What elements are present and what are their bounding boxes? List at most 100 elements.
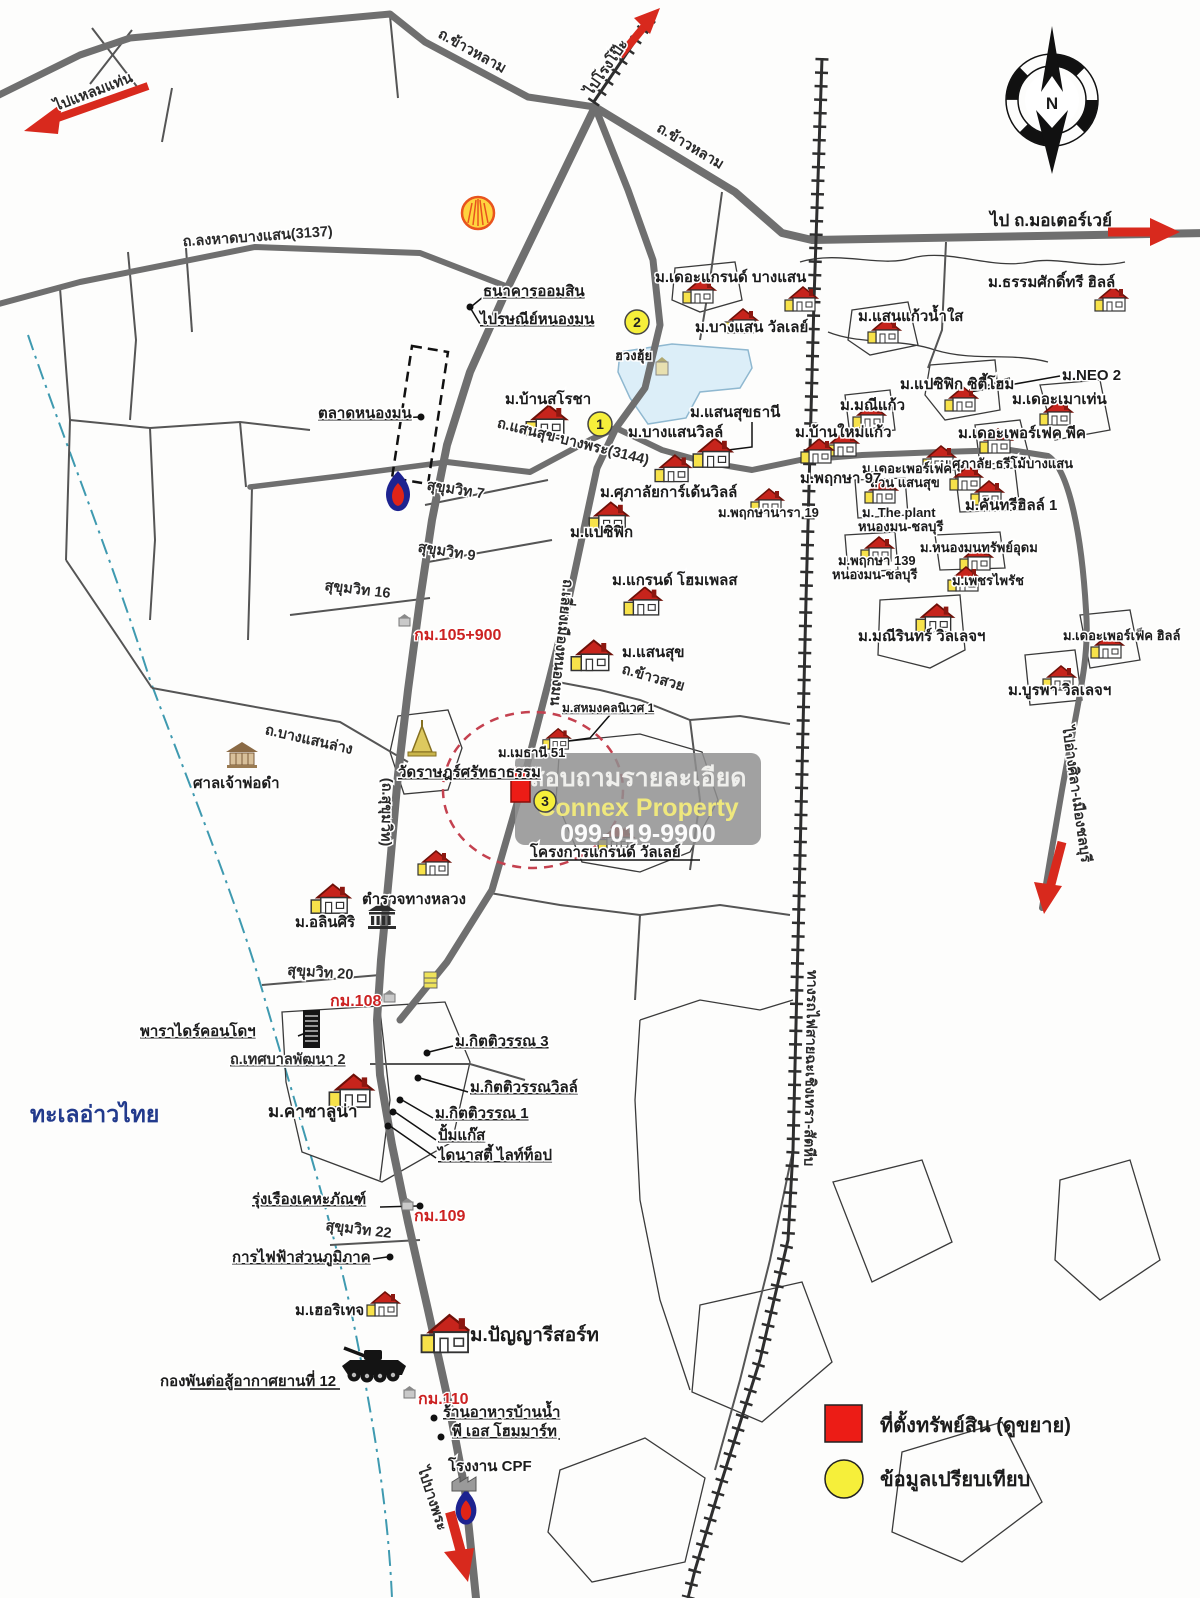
label-alinsiri: ม.อลินศิริ — [295, 913, 356, 931]
label-railway: ทางรถไฟสายฉะเชิงเทรา-สัตหีบ — [800, 970, 821, 1167]
label-supalai-3mo: ม.ศุภาลัย ธรีโม้บางแสน — [940, 455, 1073, 472]
comparison-marker-3: 3 — [533, 789, 557, 813]
road-bypass-nongmon — [396, 103, 664, 1024]
label-the-mountain: ม.เดอะเมาเท่น — [1012, 391, 1107, 408]
label-pruksa-nara: ม.พฤกษานารา 19 — [718, 505, 819, 520]
label-km105: กม.105+900 — [414, 627, 502, 644]
label-pea: การไฟฟ้าส่วนภูมิภาค — [232, 1247, 371, 1267]
label-neo2: ม.NEO 2 — [1062, 367, 1121, 384]
label-burapha: ม.บูรพา วิลเลจฯ — [1008, 681, 1111, 700]
label-nongmon-sap: ม.หนองมนทรัพย์อุดม — [920, 540, 1038, 556]
label-thammasak-hill: ม.ธรรมศักดิ์ทรี ฮิลล์ — [988, 270, 1115, 291]
legend: ที่ตั้งทรัพย์สิน (ดูขยาย) ข้อมูลเปรียบเท… — [824, 1404, 1071, 1499]
label-wat-rat: วัดราษฎร์ศรัทธาธรรม — [398, 763, 541, 781]
temple-icon — [407, 720, 437, 757]
watermark: สอบถามรายละเอียด Connex Property 099-019… — [515, 753, 761, 848]
label-perfect-hill: ม.เดอะเพอร์เฟ็ค ฮิลล์ — [1063, 626, 1181, 643]
label-cpf: โรงงาน CPF — [447, 1456, 532, 1475]
government-building-icon — [368, 902, 396, 929]
legend-property-swatch — [824, 1404, 863, 1443]
military-tank-icon — [342, 1346, 406, 1383]
label-kittiwan-ville: ม.กิตติวรรณวิลล์ — [470, 1078, 578, 1096]
label-panya-resort: ม.ปัญญารีสอร์ท — [470, 1324, 599, 1346]
label-perfect-line2: สวน แสนสุข — [870, 475, 940, 491]
label-perfect-line1: ม.เดอะเพอร์เฟค — [862, 461, 952, 476]
pond-building-icon — [655, 357, 669, 376]
arrow-laem-thaen-icon — [24, 82, 150, 134]
label-bangsaen-ville: ม.บางแสนวิลล์ — [628, 423, 723, 441]
km-post-icon — [398, 613, 411, 627]
label-saensuk-thani: ม.แสนสุขธานี — [690, 404, 781, 422]
label-dir-bang-phra: ไปบางพระ — [413, 1462, 451, 1532]
property-location-marker — [510, 767, 531, 803]
label-gas-station: ปั้มแก๊ส — [438, 1123, 486, 1144]
label-baan-sarocha: ม.บ้านสโรชา — [505, 389, 591, 408]
label-soi20: สุขุมวิท 20 — [287, 962, 354, 984]
label-the-plant-line1: ม. The plant — [862, 505, 936, 520]
label-bangsaen-valley: ม.บางแสน วัลเลย์ — [695, 318, 808, 336]
watermark-line1: สอบถามรายละเอียด — [529, 764, 746, 792]
condo-building-icon — [303, 1010, 320, 1048]
arrow-motorway-icon — [1108, 218, 1180, 246]
label-km108: กม.108 — [330, 993, 381, 1010]
label-saen-kaew: ม.แสนแก้วน้ำใส — [858, 304, 964, 325]
watermark-line2: Connex Property — [537, 794, 739, 822]
label-pruksa139-line2: หนองมน-ชลบุรี — [832, 567, 917, 583]
place-labels: ธนาคารออมสิน ไปรษณีย์หนองมน ตลาดหนองมน ม… — [30, 267, 1182, 1477]
label-maneerin: ม.มณีรินทร์ วิลเลจฯ — [858, 627, 985, 645]
coastline — [27, 334, 393, 1598]
label-pacific-city-home: ม.แปซิฟิก ซิตี้โฮม — [900, 372, 1014, 393]
label-manee-kaew: ม.มณีแก้ว — [840, 397, 905, 414]
school-building-icon — [423, 971, 438, 989]
label-supalai-garden: ม.ศุภาลัยการ์เด้นวิลล์ — [600, 483, 737, 502]
label-dir-motorway: ไป ถ.มอเตอร์เวย์ — [988, 210, 1112, 230]
label-kittiwan3: ม.กิตติวรรณ 3 — [455, 1032, 549, 1050]
ptt-gas-station-icon — [386, 471, 410, 512]
label-highway-police: ตำรวจทางหลวง — [362, 891, 466, 908]
label-grand-bangsaen: ม.เดอะแกรนด์ บางแสน — [655, 268, 807, 286]
km-post-icon — [383, 989, 396, 1003]
label-ps-homemart: พี เอส โฮมมาร์ท — [452, 1421, 557, 1440]
label-km109: กม.109 — [414, 1208, 465, 1225]
label-casa-luna: ม.คาซาลูน่า — [268, 1102, 358, 1123]
km-labels: กม.105+900 กม.108 กม.109 กม.110 — [329, 626, 503, 1410]
label-road-bypass: ถ.เลี่ยงเมืองหนองมน — [546, 578, 579, 707]
label-huang-huy: ฮวงฮุ้ย — [615, 348, 652, 364]
label-baan-mai-kaew: ม.บ้านใหม่แก้ว — [795, 423, 892, 441]
label-nongmon-market: ตลาดหนองมน — [318, 405, 412, 422]
label-heritage: ม.เฮอริเทจ — [295, 1301, 364, 1319]
compass-rose-icon: N — [1005, 26, 1099, 174]
label-pruksa139-line1: ม.พฤกษา 139 — [838, 553, 916, 568]
arrow-ang-sila-icon — [1034, 840, 1067, 914]
label-post-office: ไปรษณีย์หนองมน — [478, 309, 595, 328]
road-network — [0, 10, 1200, 1598]
direction-arrows — [24, 8, 1180, 1582]
label-gulf-sea: ทะเลอ่าวไทย — [30, 1100, 159, 1127]
legend-comparison-swatch — [824, 1459, 864, 1499]
ptt-gas-station-icon — [455, 1489, 477, 1525]
road-to-motorway — [591, 103, 1200, 244]
marker-3-number: 3 — [541, 793, 549, 809]
label-grand-valley: โครงการแกรนด์ วัลเลย์ — [529, 842, 681, 861]
km-post-icon — [403, 1385, 416, 1399]
shell-gas-station-icon — [460, 195, 496, 231]
label-dynasty: ไดนาสตี้ ไลท์ท็อป — [436, 1143, 552, 1164]
road-3144-west — [247, 459, 450, 490]
label-pacific: ม.แปซิฟิก — [570, 523, 633, 541]
label-km110: กม.110 — [418, 1391, 469, 1408]
arrow-bang-phra-icon — [444, 1510, 474, 1582]
label-methani51: ม.เมธานี 51 — [498, 745, 565, 760]
arrow-rong-po-icon — [616, 8, 660, 59]
marker-1-number: 1 — [596, 416, 604, 432]
label-air-defense: กองพันต่อสู้อากาศยานที่ 12 — [160, 1370, 336, 1391]
comparison-marker-2: 2 — [624, 309, 650, 335]
label-kittiwan1: ม.กิตติวรรณ 1 — [435, 1104, 529, 1122]
label-omsin-bank: ธนาคารออมสิน — [483, 282, 585, 300]
label-saensuk: ม.แสนสุข — [622, 644, 685, 662]
watermark-line3: 099-019-9900 — [560, 820, 716, 848]
shrine-icon — [226, 742, 258, 768]
factory-icon — [451, 1476, 477, 1492]
compass-north-label: N — [1046, 94, 1058, 113]
label-soi16: สุขุมวิท 16 — [324, 577, 392, 602]
